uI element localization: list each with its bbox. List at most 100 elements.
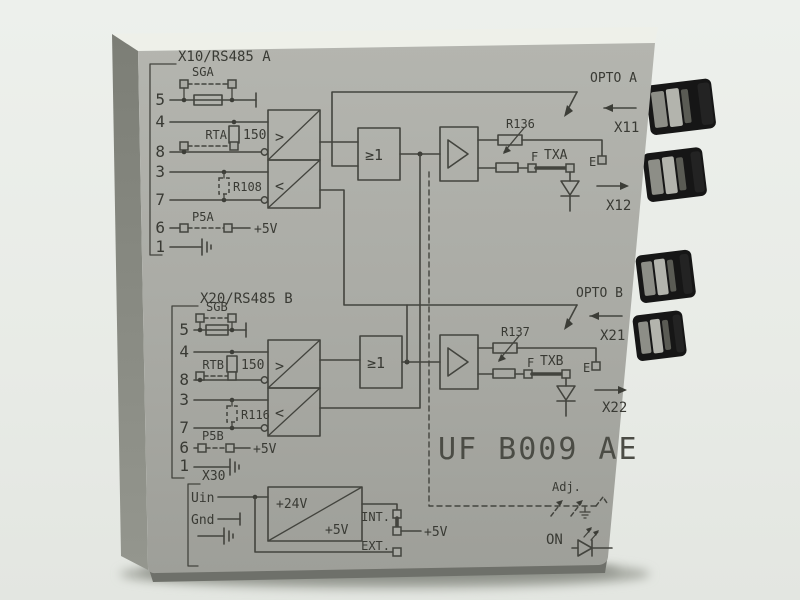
jumper-f-label: F (527, 356, 534, 370)
channel-b-block: X20/RS485 B 5 4 8 3 7 6 1 SGB (171, 291, 479, 479)
p5-jumper-label: P5A (192, 210, 214, 224)
pin-label: 4 (179, 342, 190, 361)
channel-a-sg-network: SGA (169, 65, 257, 108)
tx-port-b-label: X22 (602, 400, 627, 416)
channel-a-pullup-network: R108 (169, 169, 269, 203)
rt-jumper-label: RTB (202, 358, 224, 372)
jumper-e-label: E (583, 361, 590, 375)
rx-port-a: X11 (603, 104, 639, 136)
driver-glyph: > (275, 128, 284, 146)
tx-port-a: X12 (596, 182, 631, 214)
receiver-glyph: < (275, 177, 284, 195)
fiber-connector-x22 (632, 310, 687, 361)
fiber-connector-x21 (635, 249, 696, 303)
jumper-e-label: E (589, 155, 596, 169)
module-top-edge (112, 27, 658, 51)
interconnect-wires (319, 91, 578, 409)
channel-a-transceiver: > < (260, 109, 321, 209)
pot-b-label: R137 (501, 325, 530, 339)
power-bracket (187, 483, 201, 567)
tx-port-b: X22 (594, 386, 627, 416)
power-led: ON (546, 527, 613, 557)
pin-label: 6 (179, 438, 190, 457)
tx-a-label: TXA (544, 148, 568, 163)
power-block: X30 Uin Gnd +24V +5V (187, 469, 448, 567)
pin-label: 5 (179, 320, 190, 339)
channel-a-header: X10/RS485 A (178, 49, 271, 65)
schematic: X10/RS485 A 5 4 8 3 7 6 1 SGA (149, 49, 639, 567)
channel-b-bracket (171, 305, 199, 479)
channel-b-pins: 5 4 8 3 7 6 1 (179, 320, 190, 475)
uin-label: Uin (191, 491, 214, 506)
power-header: X30 (202, 469, 225, 484)
jumper-f-label: F (531, 150, 538, 164)
pin-label: 1 (179, 456, 190, 475)
dc-converter: +24V +5V (267, 486, 363, 542)
adjust-block: Adj. (428, 171, 608, 519)
rt-value-label: 150 (241, 358, 264, 373)
p5-jumper-label: P5B (202, 429, 224, 443)
pin-label: 3 (155, 162, 166, 181)
channel-b-sg-network: SGB (193, 300, 247, 338)
pin-label: 4 (155, 112, 166, 131)
fiber-connector-x11 (645, 78, 716, 135)
converter-input-label: +24V (276, 497, 307, 512)
opto-b-block: OPTO B X21 R137 E (477, 286, 627, 417)
channel-b-rt-network: RTB 150 (193, 349, 269, 383)
channel-b-header: X20/RS485 B (200, 291, 293, 307)
channel-b-transceiver: > < (260, 339, 321, 437)
channel-a-pins: 5 4 8 3 7 6 1 (155, 90, 166, 256)
opto-a-block: OPTO A X11 R136 E (477, 71, 639, 214)
p5-rail-label: +5V (254, 222, 278, 237)
pin-label: 7 (155, 190, 166, 209)
power-led-label: ON (546, 532, 563, 548)
rail-label: +5V (424, 525, 448, 540)
channel-b-ground (193, 458, 240, 476)
opto-a-header: OPTO A (590, 71, 637, 86)
tx-port-a-label: X12 (606, 198, 631, 214)
rx-port-b: X21 (589, 312, 625, 344)
rt-jumper-label: RTA (205, 128, 227, 142)
sg-jumper-label: SGA (192, 65, 214, 79)
module-left-side (112, 34, 148, 570)
tx-a-circuit: R136 E F TXA (477, 117, 607, 212)
channel-a-p5-network: P5A +5V (169, 210, 278, 237)
pin-label: 7 (179, 418, 190, 437)
pin-label: 3 (179, 390, 190, 409)
opto-b-header: OPTO B (576, 286, 623, 301)
pin-label: 5 (155, 90, 166, 109)
power-ground-symbol (197, 527, 234, 545)
tx-b-circuit: R137 E F TXB (477, 325, 601, 417)
pin-label: 6 (155, 218, 166, 237)
model-designation: UF B009 AE (438, 432, 639, 467)
adjust-ground-symbol (579, 505, 591, 519)
pullup-resistor-label: R116 (241, 408, 270, 422)
pullup-resistor-label: R108 (233, 180, 262, 194)
channel-a-block: X10/RS485 A 5 4 8 3 7 6 1 SGA (149, 49, 479, 256)
pot-a-label: R136 (506, 117, 535, 131)
rx-port-b-label: X21 (600, 328, 625, 344)
channel-b-pullup-network: R116 (193, 397, 270, 431)
sg-jumper-label: SGB (206, 300, 228, 314)
external-label: EXT. (361, 539, 390, 553)
pin-label: 8 (155, 142, 166, 161)
internal-label: INT. (361, 510, 390, 524)
driver-glyph: > (275, 357, 284, 375)
gate-label: ≥1 (365, 146, 383, 164)
channel-b-p5-network: P5B +5V (193, 429, 277, 457)
channel-a-rt-network: RTA 150 (169, 119, 269, 155)
rt-value-label: 150 (243, 128, 266, 143)
channel-a-ground (169, 238, 212, 256)
gate-label: ≥1 (367, 354, 385, 372)
tx-b-label: TXB (540, 354, 564, 369)
fiber-connectors (632, 78, 716, 361)
channel-a-bracket (149, 63, 177, 256)
gnd-label: Gnd (191, 513, 214, 528)
fiber-connector-x12 (642, 147, 707, 202)
pin-label: 8 (179, 370, 190, 389)
p5-rail-label: +5V (253, 442, 277, 457)
adjust-label: Adj. (552, 480, 581, 494)
receiver-glyph: < (275, 404, 284, 422)
